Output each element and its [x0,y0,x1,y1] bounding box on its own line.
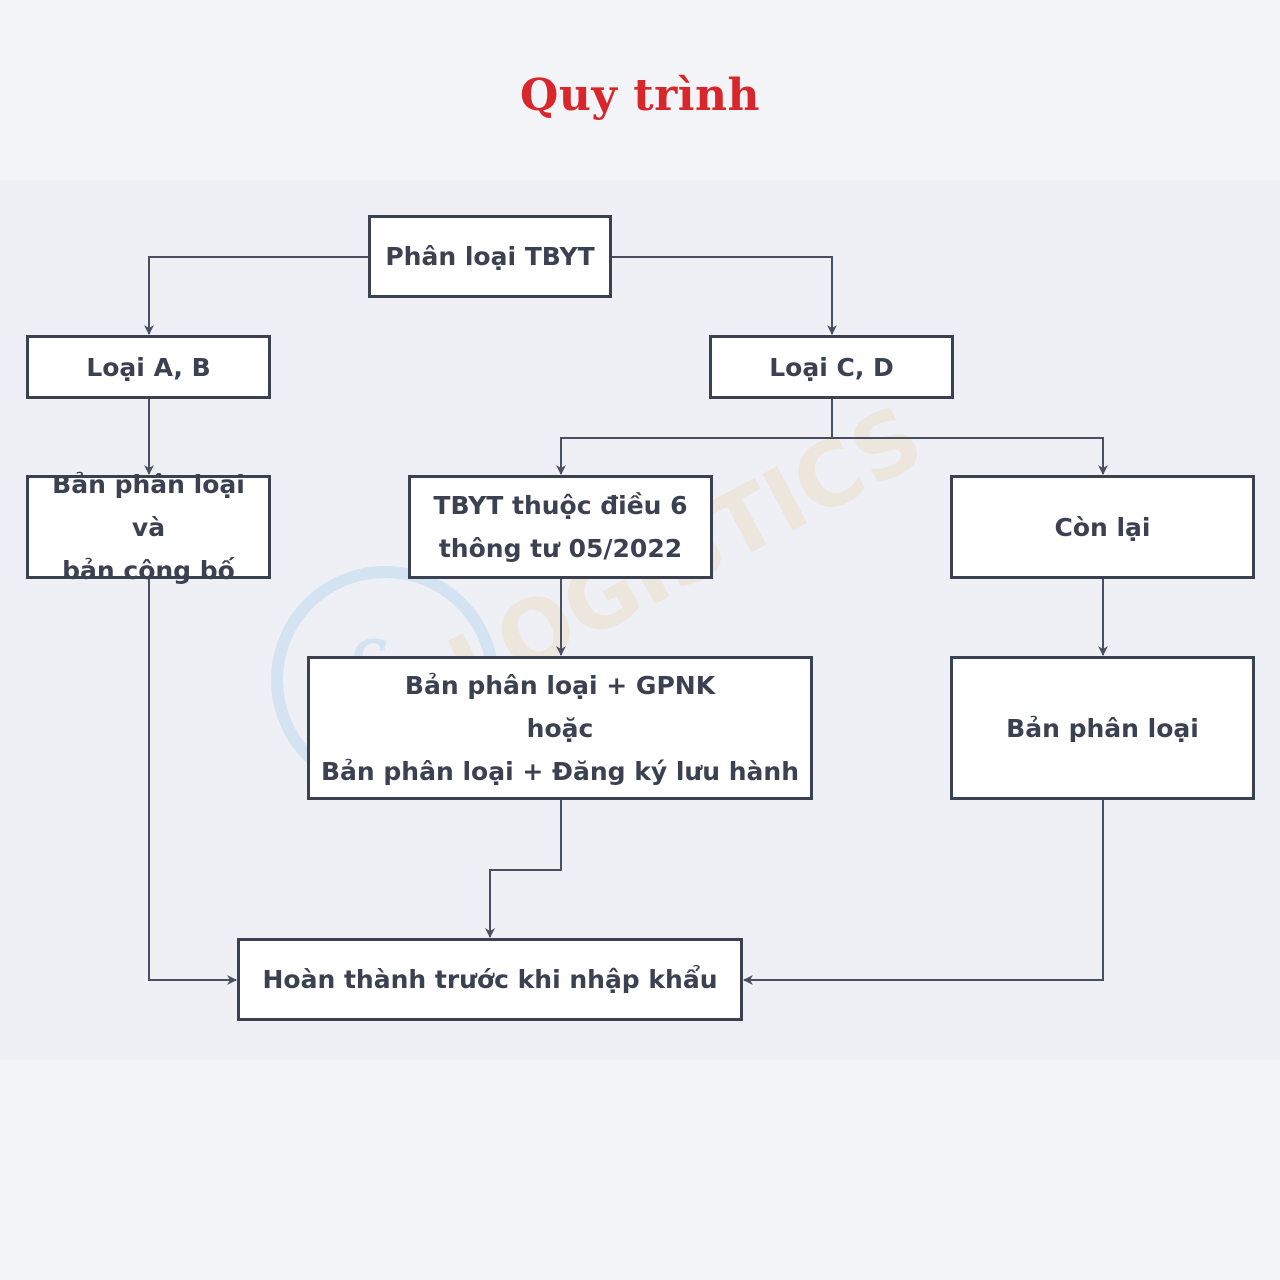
connector-cd-to-remaining [832,437,1108,475]
connector-article6docs-to-final [485,799,562,938]
node-article6: TBYT thuộc điều 6 thông tư 05/2022 [408,475,713,579]
connector-remainingdocs-to-final [743,799,1104,985]
node-final: Hoàn thành trước khi nhập khẩu [237,938,743,1021]
node-root: Phân loại TBYT [368,215,612,298]
connector-cd-to-article6 [556,437,832,475]
connector-root-to-ab [144,256,369,335]
node-article6-docs: Bản phân loại + GPNK hoặc Bản phân loại … [307,656,813,800]
diagram-panel [0,180,1280,1060]
node-remaining-docs: Bản phân loại [950,656,1255,800]
connector-root-to-cd [611,256,837,335]
node-ab-docs: Bản phân loại và bản công bố [26,470,271,585]
node-type-ab: Loại A, B [26,335,271,399]
diagram-title: Quy trình [520,70,760,121]
node-remaining: Còn lại [950,475,1255,579]
node-type-cd: Loại C, D [709,335,954,399]
connector-abdocs-to-final [148,578,237,985]
